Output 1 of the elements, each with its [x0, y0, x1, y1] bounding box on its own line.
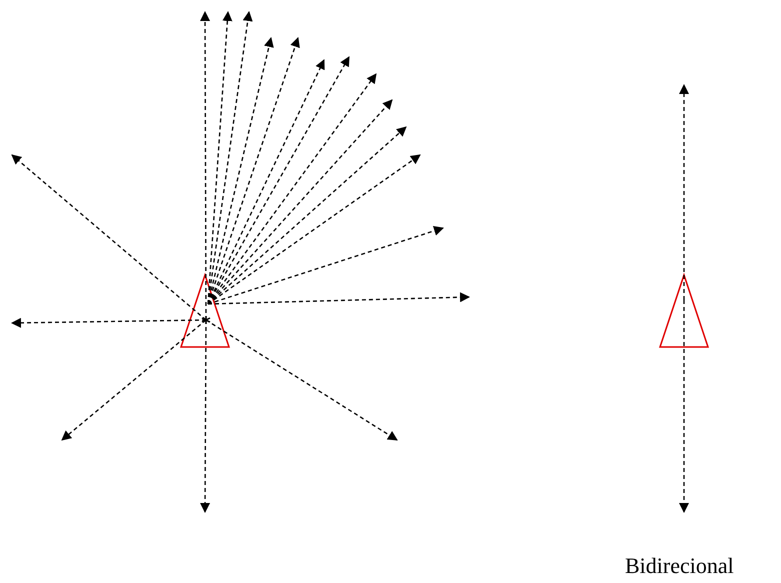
caption-text: Bidirecional: [625, 553, 734, 579]
